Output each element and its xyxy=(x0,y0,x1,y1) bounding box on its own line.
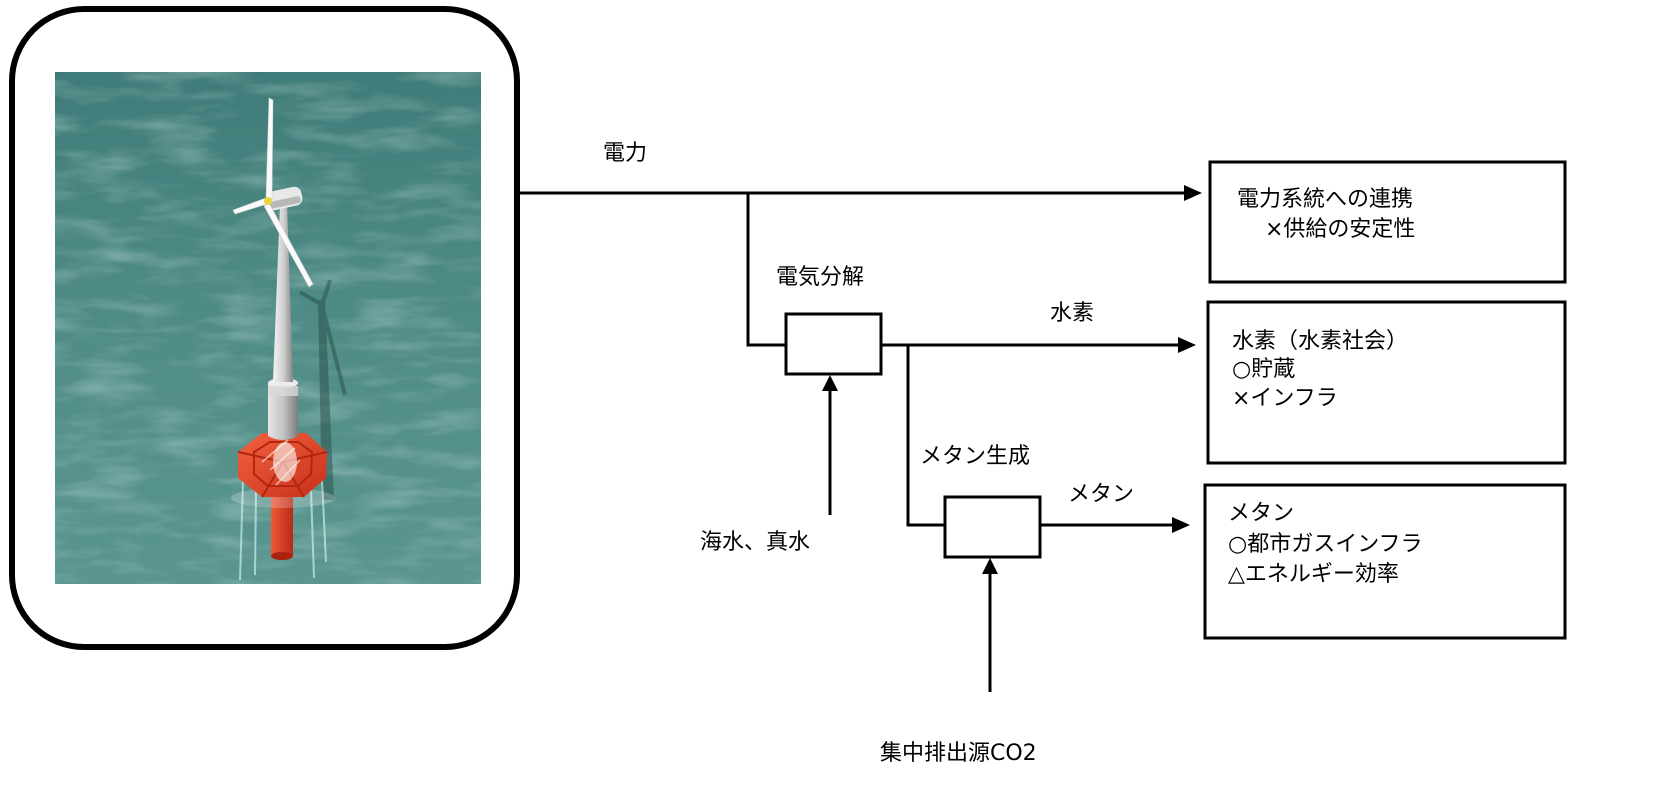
grid-outcome-line: 電力系統への連携 xyxy=(1237,187,1413,212)
hydrogen-arrowhead xyxy=(1178,337,1196,353)
spar-column xyxy=(271,494,293,556)
water-input-label: 海水、真水 xyxy=(700,530,810,555)
methane-outcome-box: メタン ○都市ガスインフラ △エネルギー効率 xyxy=(1203,483,1567,640)
hydrogen-outcome-box: 水素（水素社会） ○貯蔵 ×インフラ xyxy=(1206,300,1567,465)
methanation-branch-line xyxy=(906,345,945,527)
hydrogen-outcome-line: ○貯蔵 xyxy=(1232,357,1295,382)
foundation-splash-streaks xyxy=(261,439,301,486)
grid-outcome-line: ×供給の安定性 xyxy=(1265,217,1415,242)
power-label: 電力 xyxy=(603,141,647,166)
methane-arrowhead xyxy=(1172,517,1190,533)
water-input-arrowhead xyxy=(822,375,838,391)
turbine-hub xyxy=(264,197,272,205)
hydrogen-label: 水素 xyxy=(1050,301,1094,326)
methane-outcome-line: △エネルギー効率 xyxy=(1228,562,1399,587)
hydrogen-outcome-line: 水素（水素社会） xyxy=(1232,329,1408,354)
methane-outcome-line: メタン xyxy=(1228,501,1294,526)
photo-frame xyxy=(9,6,520,650)
methanation-box xyxy=(943,495,1042,559)
nacelle-shade xyxy=(269,196,301,209)
methanation-label: メタン生成 xyxy=(920,444,1030,469)
grid-outcome-box: 電力系統への連携 ×供給の安定性 xyxy=(1208,160,1567,284)
co2-input-label: 集中排出源CO2 xyxy=(880,741,1037,766)
transition-piece xyxy=(268,383,298,440)
spar-bottom xyxy=(271,552,293,560)
co2-input-arrowhead xyxy=(982,558,998,574)
electrolysis-branch-line xyxy=(746,193,786,347)
methane-outcome-line: ○都市ガスインフラ xyxy=(1228,532,1423,557)
hydrogen-outcome-line: ×インフラ xyxy=(1232,386,1338,411)
mooring-legs xyxy=(239,479,327,581)
grid-outcome-frame xyxy=(1208,160,1567,284)
methane-label: メタン xyxy=(1068,482,1134,507)
turbine-blade xyxy=(263,202,314,288)
methane-outcome-frame xyxy=(1203,483,1567,640)
turbine-rotor xyxy=(232,97,314,288)
power-arrowhead xyxy=(1184,185,1202,201)
electrolysis-box xyxy=(784,312,883,376)
hydrogen-outcome-frame xyxy=(1206,300,1567,465)
transition-band xyxy=(268,386,298,396)
floating-wind-turbine-photo xyxy=(55,72,481,584)
foundation-inner-frame xyxy=(253,441,314,487)
electrolysis-label: 電気分解 xyxy=(776,265,864,290)
